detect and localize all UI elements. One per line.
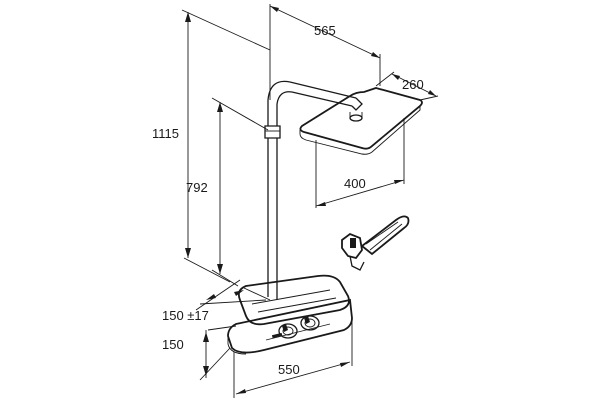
hand-shower xyxy=(341,215,410,271)
dimension-260: 260 xyxy=(375,71,439,101)
shower-arm xyxy=(289,81,363,122)
riser-pipe xyxy=(264,80,293,300)
dimension-label-260: 260 xyxy=(402,77,424,92)
dimension-1115: 1115 xyxy=(152,9,271,283)
dimension-label-792: 792 xyxy=(186,180,208,195)
dimension-400: 400 xyxy=(315,118,405,208)
dimension-150-tolerance: 150 ±17 xyxy=(162,279,271,323)
dimension-label-550: 550 xyxy=(278,362,300,377)
thermostat-shelf xyxy=(227,274,353,355)
dimension-792: 792 xyxy=(186,97,269,287)
dimension-550: 550 xyxy=(233,320,353,398)
dimension-label-565: 565 xyxy=(314,23,336,38)
dimension-label-400: 400 xyxy=(344,176,366,191)
dimension-label-150: 150 xyxy=(162,337,184,352)
temperature-knob xyxy=(278,323,298,339)
dimension-label-150-tolerance: 150 ±17 xyxy=(162,308,209,323)
overhead-shower-head xyxy=(299,87,423,155)
dimension-150: 150 xyxy=(162,325,237,381)
dimension-label-1115: 1115 xyxy=(152,126,179,141)
flow-knob xyxy=(300,315,320,331)
dimension-565: 565 xyxy=(269,4,381,100)
